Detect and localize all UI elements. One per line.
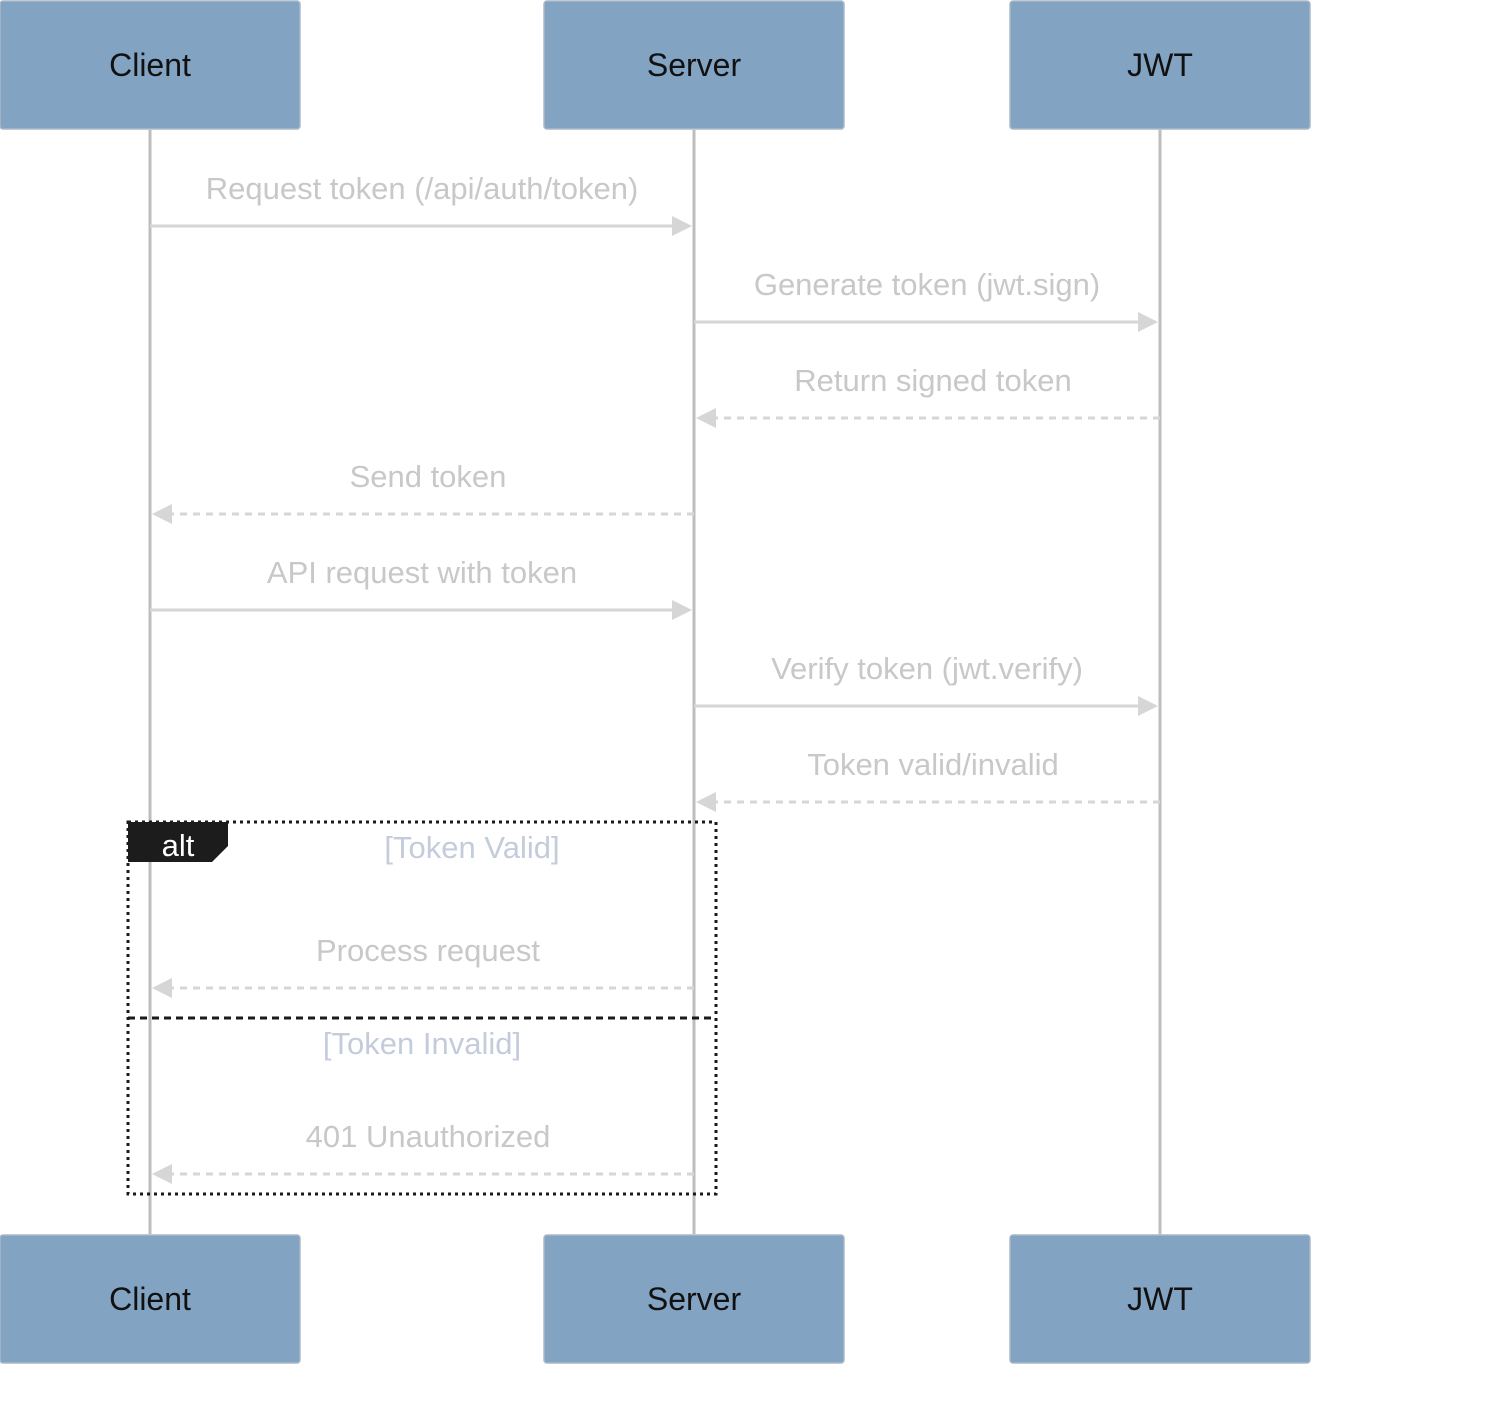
- participant-label: Server: [647, 47, 742, 83]
- arrowhead-icon: [1138, 312, 1158, 332]
- alt-frame-label: alt: [162, 828, 195, 863]
- alt-frame-tag: [128, 822, 228, 862]
- arrowhead-icon: [672, 216, 692, 236]
- arrowhead-icon: [152, 504, 172, 524]
- arrowhead-icon: [696, 792, 716, 812]
- message-label: Request token (/api/auth/token): [206, 171, 639, 206]
- message: API request with token: [150, 555, 692, 620]
- participant-box: [0, 0, 301, 130]
- message-label: API request with token: [267, 555, 577, 590]
- message-label: Generate token (jwt.sign): [754, 267, 1100, 302]
- participant-label: Client: [109, 47, 191, 83]
- message: Generate token (jwt.sign): [694, 267, 1158, 332]
- participant-box: [543, 0, 845, 130]
- participant-server-bottom: Server: [543, 1234, 845, 1364]
- alt-guard-condition: [Token Valid]: [384, 830, 559, 865]
- participant-jwt-bottom: JWT: [1009, 1234, 1311, 1364]
- participant-label: JWT: [1127, 47, 1193, 83]
- participant-box: [0, 1234, 301, 1364]
- message: Process request: [152, 933, 694, 998]
- alt-frame: alt [Token Valid] Process request [Token In…: [126, 820, 718, 1196]
- message-label: Token valid/invalid: [807, 747, 1059, 782]
- message: Token valid/invalid: [696, 747, 1160, 812]
- alt-guard-condition: [Token Invalid]: [323, 1026, 521, 1061]
- arrowhead-icon: [152, 1164, 172, 1184]
- participant-label: Server: [647, 1281, 742, 1317]
- participant-server-top: Server: [543, 0, 845, 130]
- participant-client-top: Client: [0, 0, 301, 130]
- messages: Request token (/api/auth/token) Generate …: [150, 171, 1160, 812]
- participant-client-bottom: Client: [0, 1234, 301, 1364]
- message: Request token (/api/auth/token): [150, 171, 692, 236]
- participant-label: JWT: [1127, 1281, 1193, 1317]
- arrowhead-icon: [152, 978, 172, 998]
- participant-label: Client: [109, 1281, 191, 1317]
- message-label: Process request: [316, 933, 540, 968]
- participant-box: [543, 1234, 845, 1364]
- participant-jwt-top: JWT: [1009, 0, 1311, 130]
- arrowhead-icon: [672, 600, 692, 620]
- message-label: Verify token (jwt.verify): [771, 651, 1083, 686]
- message: 401 Unauthorized: [152, 1119, 694, 1184]
- message-label: Return signed token: [794, 363, 1071, 398]
- message: Verify token (jwt.verify): [694, 651, 1158, 716]
- participant-box: [1009, 1234, 1311, 1364]
- lifelines: [148, 130, 1162, 1234]
- message-label: Send token: [350, 459, 507, 494]
- message: Send token: [152, 459, 694, 524]
- alt-frame-border: [126, 820, 718, 1196]
- message-label: 401 Unauthorized: [306, 1119, 551, 1154]
- participant-box: [1009, 0, 1311, 130]
- arrowhead-icon: [1138, 696, 1158, 716]
- message: Return signed token: [696, 363, 1160, 428]
- arrowhead-icon: [696, 408, 716, 428]
